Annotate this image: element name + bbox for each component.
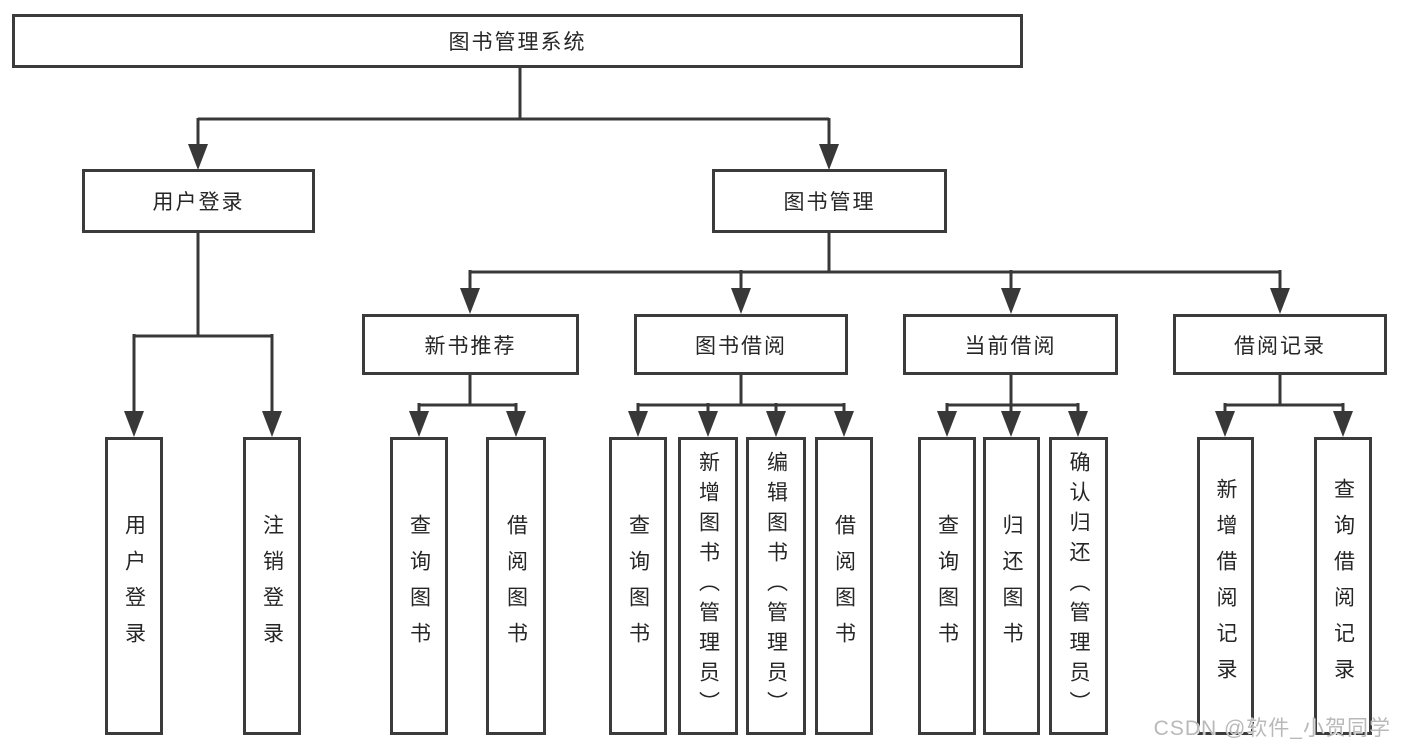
node-user-login: 用户登录 [82, 169, 315, 233]
node-leaf-query-book-current: 查询图书 [918, 437, 976, 735]
node-leaf-confirm-return-admin-label: 确认归还（管理员） [1067, 451, 1090, 721]
node-leaf-add-book-admin-label: 新增图书（管理员） [696, 451, 720, 721]
node-borrow-record: 借阅记录 [1173, 314, 1387, 375]
node-new-book-recommend: 新书推荐 [362, 314, 579, 375]
node-leaf-return-book: 归还图书 [983, 437, 1040, 735]
node-library-management-system: 图书管理系统 [12, 14, 1023, 68]
node-leaf-query-book-borrow: 查询图书 [609, 437, 667, 735]
node-current-borrow: 当前借阅 [903, 314, 1118, 375]
node-leaf-query-borrow-record-label: 查询借阅记录 [1331, 478, 1355, 694]
node-leaf-query-book-recommend-label: 查询图书 [407, 514, 431, 658]
node-leaf-edit-book-admin-label: 编辑图书（管理员） [764, 451, 788, 721]
node-leaf-edit-book-admin: 编辑图书（管理员） [746, 437, 806, 735]
node-leaf-user-login: 用户登录 [105, 437, 163, 735]
node-leaf-return-book-label: 归还图书 [1000, 514, 1023, 658]
node-leaf-query-book-current-label: 查询图书 [935, 514, 959, 658]
node-leaf-borrow-book: 借阅图书 [815, 437, 873, 735]
node-leaf-borrow-book-label: 借阅图书 [832, 514, 856, 658]
node-leaf-add-book-admin: 新增图书（管理员） [678, 437, 738, 735]
node-leaf-add-borrow-record-label: 新增借阅记录 [1214, 478, 1237, 694]
node-leaf-query-borrow-record: 查询借阅记录 [1314, 437, 1372, 735]
node-leaf-logout-label: 注销登录 [260, 514, 284, 658]
node-leaf-add-borrow-record: 新增借阅记录 [1197, 437, 1254, 735]
node-leaf-user-login-label: 用户登录 [122, 514, 146, 658]
node-leaf-borrow-book-recommend-label: 借阅图书 [504, 514, 528, 658]
node-book-management: 图书管理 [712, 169, 947, 233]
node-leaf-borrow-book-recommend: 借阅图书 [486, 437, 546, 735]
csdn-watermark: CSDN @软件_小贺同学 [1153, 717, 1391, 740]
node-book-borrow: 图书借阅 [634, 314, 848, 375]
node-leaf-query-book-recommend: 查询图书 [390, 437, 448, 735]
node-leaf-confirm-return-admin: 确认归还（管理员） [1049, 437, 1108, 735]
node-leaf-logout: 注销登录 [243, 437, 301, 735]
node-leaf-query-book-borrow-label: 查询图书 [626, 514, 650, 658]
